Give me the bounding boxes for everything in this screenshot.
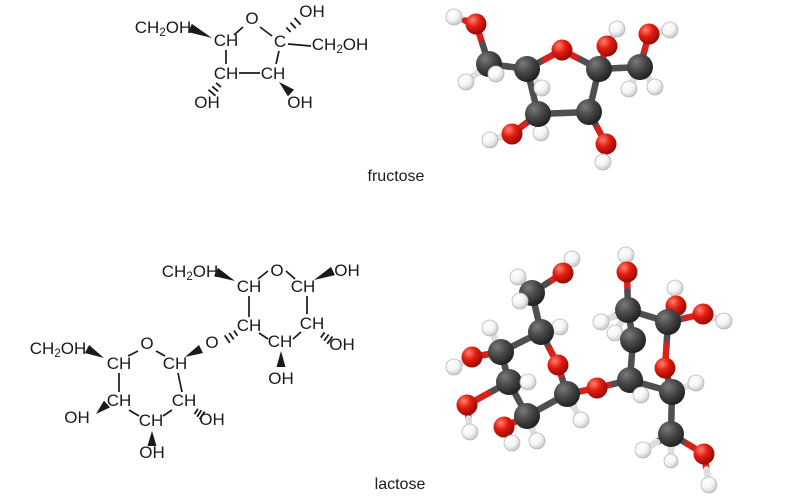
svg-text:CH: CH (268, 332, 293, 351)
svg-text:OH: OH (268, 369, 294, 388)
svg-text:CH: CH (237, 277, 262, 296)
svg-text:CH2OH: CH2OH (135, 18, 191, 39)
fructose-caption: fructose (367, 168, 425, 185)
svg-text:O: O (245, 9, 258, 28)
svg-text:CH: CH (300, 314, 325, 333)
svg-text:OH: OH (299, 2, 325, 21)
svg-text:OH: OH (64, 408, 90, 427)
lactose-3d-model (445, 246, 733, 494)
svg-text:OH: OH (329, 335, 355, 354)
svg-text:OH: OH (139, 443, 165, 462)
svg-text:CH: CH (261, 64, 286, 83)
svg-text:CH: CH (291, 277, 316, 296)
svg-text:O: O (270, 261, 283, 280)
svg-text:CH: CH (214, 64, 239, 83)
fructose-3d-model (445, 8, 679, 171)
svg-text:OH: OH (287, 93, 313, 112)
svg-text:CH: CH (107, 354, 132, 373)
svg-text:CH2OH: CH2OH (312, 35, 368, 56)
lactose-caption: lactose (374, 476, 426, 493)
svg-text:C: C (274, 32, 286, 51)
svg-text:CH2OH: CH2OH (162, 262, 218, 283)
svg-text:CH: CH (214, 31, 239, 50)
svg-text:OH: OH (194, 93, 220, 112)
svg-text:CH: CH (107, 391, 132, 410)
svg-text:CH: CH (172, 391, 197, 410)
svg-text:O: O (205, 333, 218, 352)
svg-text:CH: CH (139, 411, 164, 430)
svg-text:OH: OH (199, 410, 225, 429)
svg-text:OH: OH (334, 261, 360, 280)
svg-text:CH: CH (237, 316, 262, 335)
svg-text:CH: CH (163, 354, 188, 373)
svg-text:CH2OH: CH2OH (30, 339, 86, 360)
svg-text:O: O (140, 334, 153, 353)
